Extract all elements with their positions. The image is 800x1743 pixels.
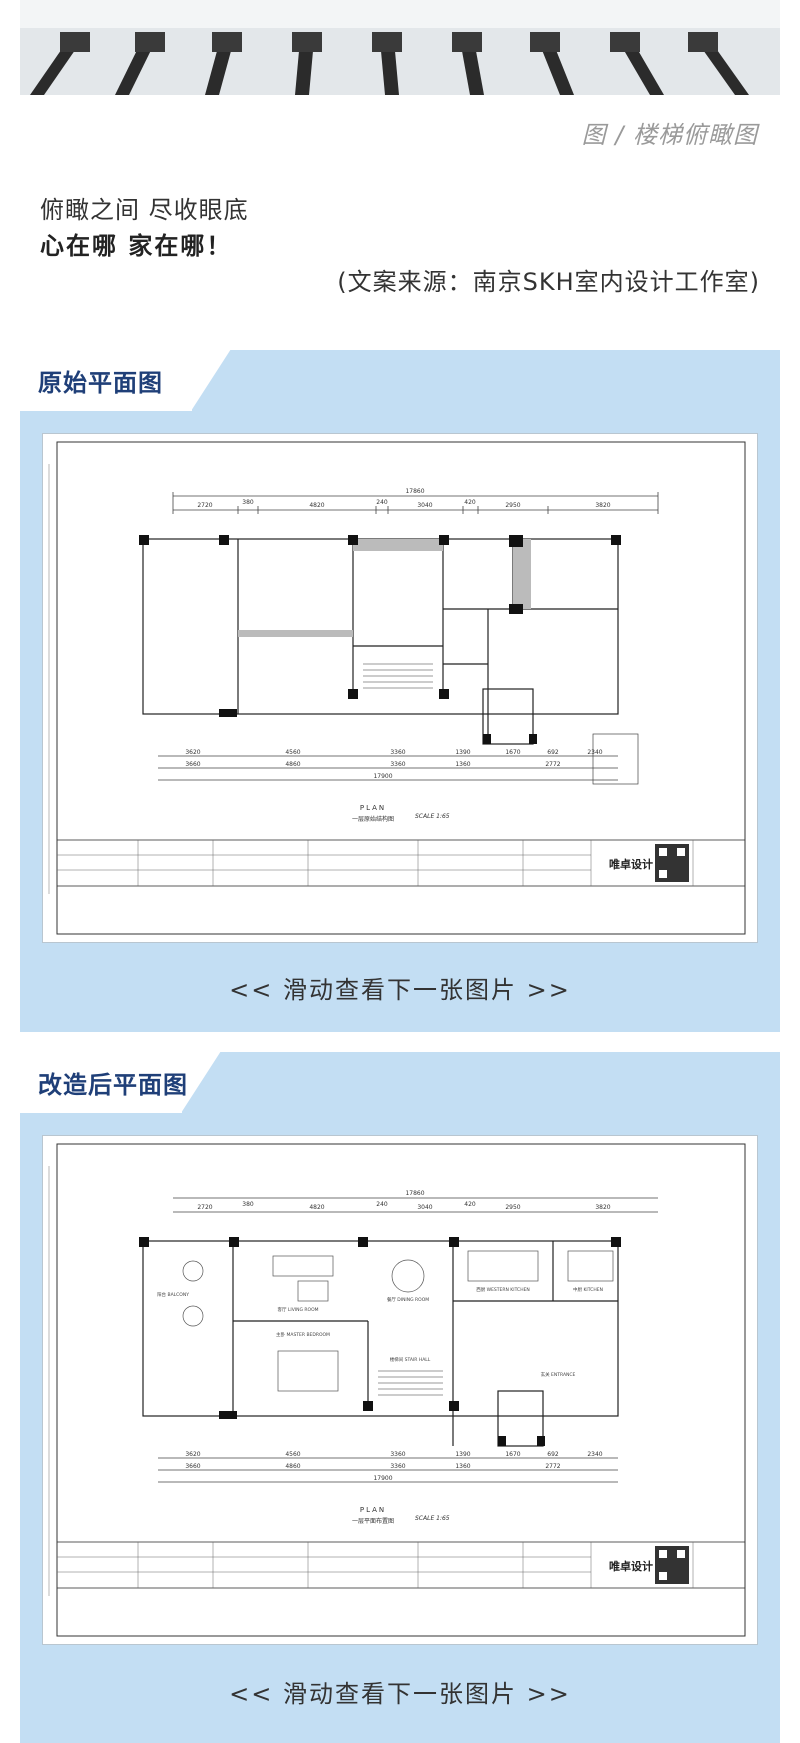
section-tab <box>20 1051 182 1113</box>
dim-top: 3820 <box>595 1204 610 1211</box>
dim-bottom: 692 <box>547 1451 559 1458</box>
overall-bottom-dim: 17900 <box>373 773 392 780</box>
dim-bottom: 1670 <box>505 749 520 756</box>
renovated-plan-section: 改造后平面图 17860 2720 380 4820 240 3040 420 … <box>20 1051 780 1743</box>
brand-logo: 唯卓设计 <box>609 1559 653 1573</box>
dim-top: 4820 <box>309 1204 324 1211</box>
room-label: 中厨 KITCHEN <box>573 1286 603 1293</box>
brand-logo: 唯卓设计 <box>609 857 653 871</box>
dim-top: 3040 <box>417 502 432 509</box>
plan-subtitle: 一层平面布置图 <box>352 1517 394 1525</box>
tab-notch <box>181 1051 221 1113</box>
swipe-hint[interactable]: << 滑动查看下一张图片 >> <box>229 1680 571 1708</box>
dim-bottom: 3660 <box>185 1463 200 1470</box>
section-title: 原始平面图 <box>38 369 163 397</box>
plan-scale: SCALE 1:65 <box>415 1515 450 1522</box>
renovated-plan-drawing: 17860 2720 380 4820 240 3040 420 2950 38… <box>48 1143 746 1637</box>
room-label: 餐厅 DINING ROOM <box>387 1296 429 1303</box>
dim-bottom: 1360 <box>455 761 470 768</box>
room-label: 主卧 MASTER BEDROOM <box>276 1331 330 1338</box>
copy-source: (文案来源：南京SKH室内设计工作室) <box>337 268 760 296</box>
room-label: 西厨 WESTERN KITCHEN <box>476 1287 530 1293</box>
intro-line-2: 心在哪 家在哪！ <box>40 232 233 260</box>
original-plan-section: 原始平面图 17860 2720 380 4820 240 3040 4 <box>20 349 780 1032</box>
intro-line-1: 俯瞰之间 尽收眼底 <box>40 196 249 224</box>
dim-bottom: 3620 <box>185 1451 200 1458</box>
dim-bottom: 2772 <box>545 761 560 768</box>
dim-top: 240 <box>376 1201 388 1208</box>
photo-caption: 图 / 楼梯俯瞰图 <box>581 121 758 149</box>
overall-bottom-dim: 17900 <box>373 1475 392 1482</box>
room-label: 玄关 ENTRANCE <box>541 1371 576 1378</box>
dim-top: 240 <box>376 499 388 506</box>
overall-top-dim: 17860 <box>405 488 424 495</box>
dim-bottom: 1390 <box>455 749 470 756</box>
staircase-photo-drawing <box>20 0 780 95</box>
dim-top: 2950 <box>505 1204 520 1211</box>
overall-top-dim: 17860 <box>405 1190 424 1197</box>
dim-bottom: 1360 <box>455 1463 470 1470</box>
room-label: 楼梯间 STAIR HALL <box>390 1356 431 1363</box>
plan-label: PLAN <box>360 1506 386 1514</box>
original-plan-drawing: 17860 2720 380 4820 240 3040 420 2950 38… <box>48 441 746 935</box>
dim-top: 2720 <box>197 502 212 509</box>
dim-bottom: 1390 <box>455 1451 470 1458</box>
dim-bottom: 4860 <box>285 761 300 768</box>
dim-bottom: 2340 <box>587 1451 602 1458</box>
plan-scale: SCALE 1:65 <box>415 813 450 820</box>
dim-top: 4820 <box>309 502 324 509</box>
dim-top: 2720 <box>197 1204 212 1211</box>
dim-bottom: 3360 <box>390 761 405 768</box>
dim-bottom: 2772 <box>545 1463 560 1470</box>
dim-bottom: 3620 <box>185 749 200 756</box>
dim-top: 420 <box>464 499 476 506</box>
dim-bottom: 1670 <box>505 1451 520 1458</box>
dim-bottom: 3360 <box>390 1451 405 1458</box>
dim-bottom: 3360 <box>390 749 405 756</box>
original-plan-image: 17860 2720 380 4820 240 3040 420 2950 38… <box>42 433 758 943</box>
dim-bottom: 4560 <box>285 749 300 756</box>
dim-bottom: 4560 <box>285 1451 300 1458</box>
renovated-plan-image: 17860 2720 380 4820 240 3040 420 2950 38… <box>42 1135 758 1645</box>
dim-bottom: 2340 <box>587 749 602 756</box>
section-title: 改造后平面图 <box>38 1071 188 1099</box>
dim-bottom: 3660 <box>185 761 200 768</box>
room-label: 阳台 BALCONY <box>157 1291 189 1298</box>
dim-top: 3040 <box>417 1204 432 1211</box>
dim-top: 3820 <box>595 502 610 509</box>
dim-bottom: 3360 <box>390 1463 405 1470</box>
plan-label: PLAN <box>360 804 386 812</box>
staircase-photo <box>20 0 780 95</box>
dim-bottom: 4860 <box>285 1463 300 1470</box>
dim-top: 380 <box>242 1201 254 1208</box>
section-tab <box>20 349 192 411</box>
swipe-hint[interactable]: << 滑动查看下一张图片 >> <box>229 976 571 1004</box>
dim-bottom: 692 <box>547 749 559 756</box>
dim-top: 420 <box>464 1201 476 1208</box>
tab-notch <box>191 349 231 411</box>
dim-top: 380 <box>242 499 254 506</box>
room-label: 客厅 LIVING ROOM <box>277 1306 318 1313</box>
plan-subtitle: 一层原始结构图 <box>352 815 394 823</box>
dim-top: 2950 <box>505 502 520 509</box>
